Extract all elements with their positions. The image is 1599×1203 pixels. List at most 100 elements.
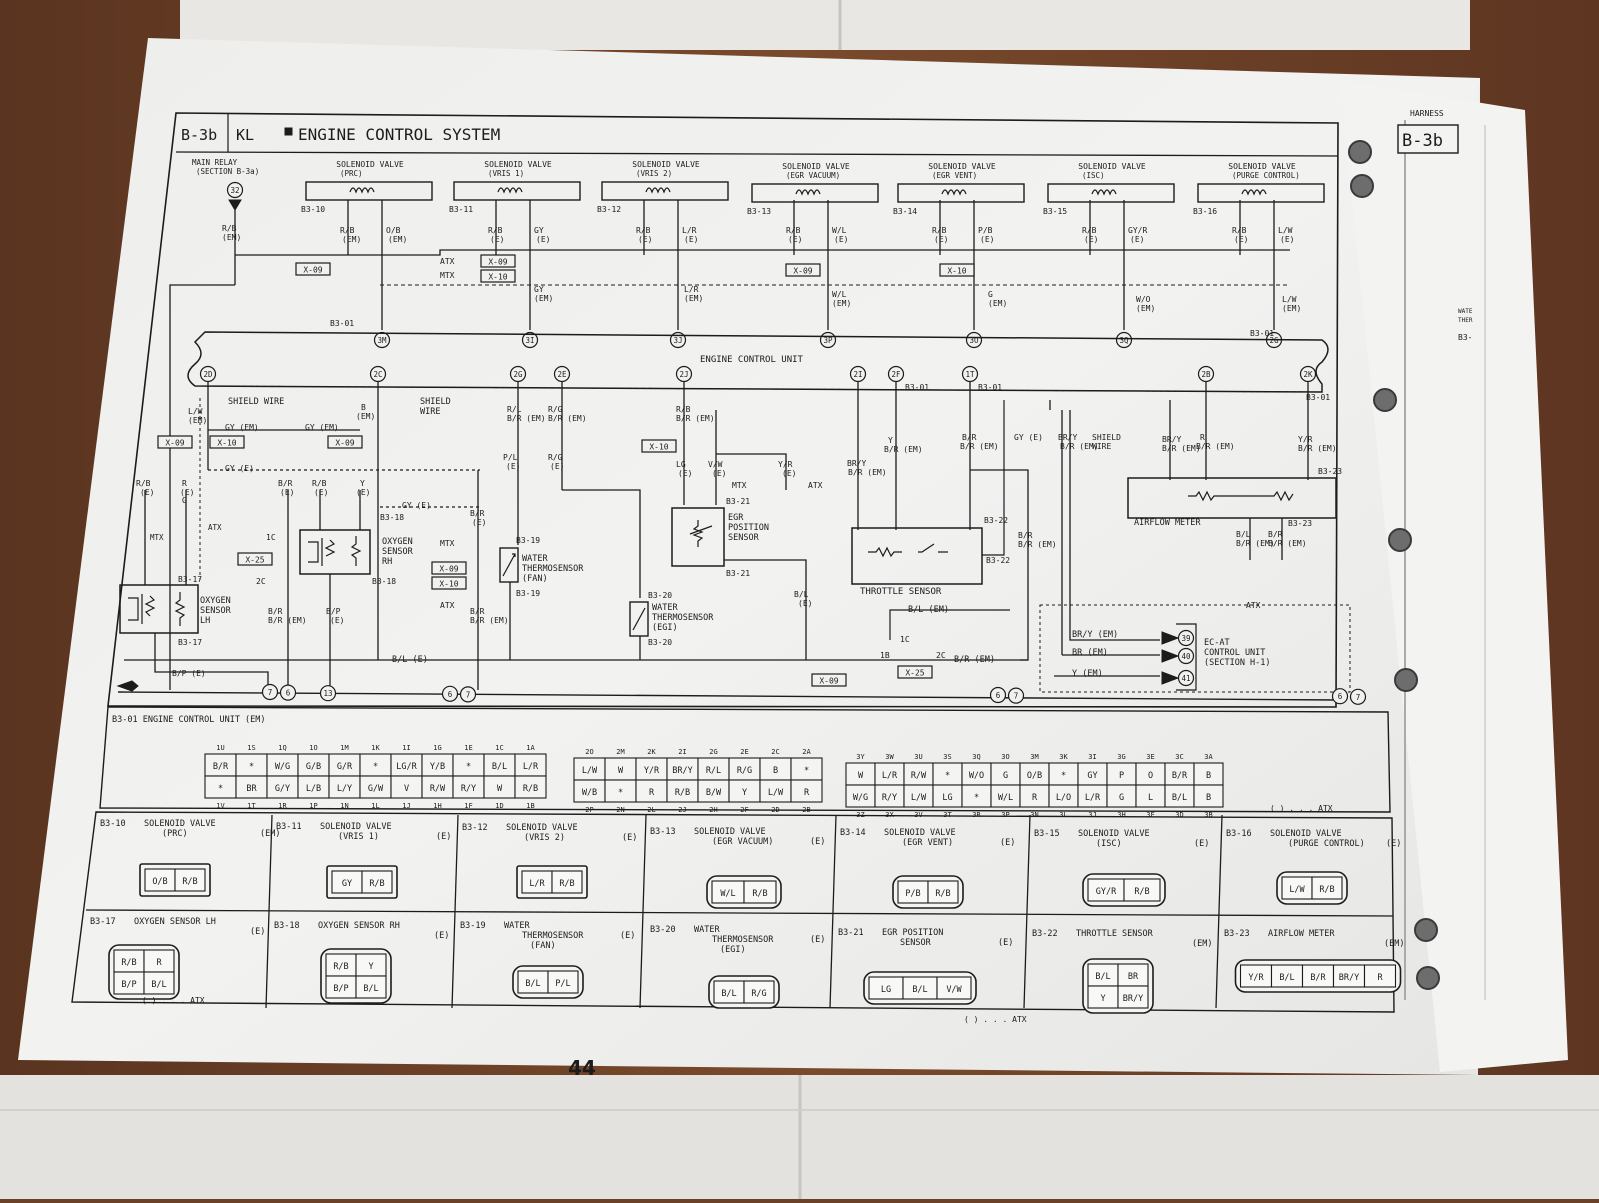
ecu-pin-wire: W/G: [853, 793, 868, 803]
ecu-pin-top: 3S: [943, 753, 951, 761]
ecu-pin-bottom: 1L: [371, 802, 379, 810]
x10-tag-lower: [431, 576, 467, 590]
connector-pin-label: BR/Y: [1123, 994, 1143, 1004]
bry-air-ref: B/R (EM): [1162, 444, 1201, 453]
b317-atx-note: ( ) . . . ATX: [142, 996, 205, 1005]
ecu-bottom-pin-8: [1197, 365, 1215, 383]
solenoid-wire-a-label-7: R/B: [1232, 226, 1247, 235]
connector-pin-label: R/B: [369, 879, 384, 889]
connector-view-code: B3-19: [460, 921, 486, 931]
connector-view-ref: (E): [622, 833, 637, 843]
connector-pin: [551, 870, 583, 894]
ecu-top-pin-3: [669, 331, 687, 349]
ecu-pin-cell: [1193, 784, 1224, 808]
ecu-pin-wire: L/O: [1056, 793, 1071, 803]
ecat-pin-1: [1177, 647, 1195, 665]
connector-pin-label: R: [1377, 973, 1383, 983]
oxygen-lh-l3: LH: [200, 616, 210, 626]
ecu-pin-top: 3K: [1059, 753, 1068, 761]
ecu-pin-wire: L/W: [582, 766, 598, 776]
b301-top: B3-01: [330, 319, 354, 328]
c1b-bottom: 1B: [880, 651, 890, 660]
shield-wire-label: SHIELD WIRE: [228, 397, 284, 407]
connector-view-name-3: (EGI): [720, 945, 746, 955]
ecu-pin-bottom: 1T: [247, 802, 256, 810]
oxygen-lh-l1: OXYGEN: [200, 596, 231, 606]
solenoid-wire-a-ref-2: (E): [490, 235, 504, 244]
ecu-pin-wire: *: [974, 793, 979, 803]
ecu-pin-wire: Y/B: [430, 762, 445, 772]
ecu-pin-wire: Y: [742, 788, 747, 798]
connector-pin: [743, 980, 775, 1004]
connector-view-code: B3-23: [1224, 929, 1250, 939]
connector-view-ref: (E): [434, 931, 449, 941]
x09-tag-bottom-label: X-09: [819, 677, 838, 686]
connector-view-code: B3-18: [274, 921, 300, 931]
ecu-bottom-pin-7-label: 1T: [965, 370, 975, 379]
gy-mid-ref: (EM): [534, 294, 553, 303]
bry-ecat-ref: B/R (EM): [1060, 442, 1099, 451]
connector-pin-label: B/R: [1310, 973, 1326, 983]
br-rh: B/R: [278, 479, 293, 488]
connector-pin-label: P/L: [555, 979, 570, 989]
title-bullet: [284, 127, 293, 136]
side-tab-box: [1397, 124, 1459, 154]
solenoid-coil-2: [497, 187, 523, 194]
x10-tag-top-2: [939, 263, 975, 277]
solenoid-wire-b-ref-1: (EM): [388, 235, 407, 244]
ecu-pin-bottom: 1N: [340, 802, 348, 810]
throttle-label: THROTTLE SENSOR: [860, 587, 942, 597]
ecu-pin-top: 2E: [740, 748, 748, 756]
rg-ref-2: (E): [550, 462, 564, 471]
lg-egr: LG: [676, 460, 686, 469]
connector-view-code: B3-13: [650, 827, 676, 837]
ecu-top-pin-4-label: 3P: [823, 336, 833, 345]
br-mid-ref: (E): [472, 518, 486, 527]
connector-pin-label: B/P: [121, 980, 136, 990]
ecu-pin-bottom: 2J: [678, 806, 686, 814]
solenoid-sub-4: (EGR VACUUM): [786, 171, 840, 180]
ecu-pin-wire: R/L: [706, 766, 721, 776]
connector-view-name-3: (FAN): [530, 941, 556, 951]
bp-rh-bot-ref: (E): [330, 616, 344, 625]
x25-tag-bottom-label: X-25: [905, 669, 924, 678]
pl-ref: (E): [506, 462, 520, 471]
oxygen-rh-sensor: [350, 536, 362, 566]
rb-lh-ref: (E): [140, 488, 154, 497]
connector-view-name: AIRFLOW METER: [1268, 929, 1335, 939]
connector-pin: [1363, 964, 1397, 988]
oxygen-sensor-lh: [119, 584, 199, 634]
wire-bl-em-drop: [889, 609, 900, 640]
bry-air: BR/Y: [1162, 435, 1181, 444]
ecu-pin-wire: W: [858, 771, 864, 781]
ecu-pin-top: 2G: [709, 748, 717, 756]
connector-view-name-2: SENSOR: [900, 938, 932, 948]
solenoid-label-7: SOLENOID VALVE: [1228, 162, 1296, 171]
ecu-pin-wire: G/B: [306, 762, 321, 772]
connector-view-code: B3-15: [1034, 829, 1060, 839]
ecu-pin-wire: L: [1148, 793, 1153, 803]
ecu-pin-wire: L/W: [911, 793, 927, 803]
wl-mid: W/L: [832, 290, 847, 299]
bry-thr-ref: B/R (EM): [848, 468, 887, 477]
solenoid-sub-6: (ISC): [1082, 171, 1105, 180]
connector-pin-label: R: [156, 958, 162, 968]
solenoid-wire-a-ref-1: (EM): [342, 235, 361, 244]
mtx-lh: MTX: [150, 533, 164, 542]
solenoid-wire-a-ref-7: (E): [1234, 235, 1248, 244]
ecu-bottom-pin-0: [199, 365, 217, 383]
ecu-pin-top: 1O: [309, 744, 317, 752]
br-em-ecat-label: BR (EM): [1072, 648, 1108, 658]
shield-ecat: SHIELD: [1092, 433, 1121, 442]
ecu-bottom-pin-4-label: 2J: [679, 370, 688, 379]
b322-bot: B3-22: [986, 556, 1010, 565]
water-egi-l2: THERMOSENSOR: [652, 613, 714, 623]
ground-pin-3: [441, 685, 459, 702]
solenoid-label-6: SOLENOID VALVE: [1078, 162, 1146, 171]
ecu-connector-title: B3-01 ENGINE CONTROL UNIT (EM): [112, 715, 266, 725]
shield-dash: [199, 385, 1321, 393]
side-note-2: THER: [1458, 317, 1473, 324]
water-fan-l1: WATER: [522, 554, 548, 564]
vw-egr: V/W: [708, 460, 723, 469]
